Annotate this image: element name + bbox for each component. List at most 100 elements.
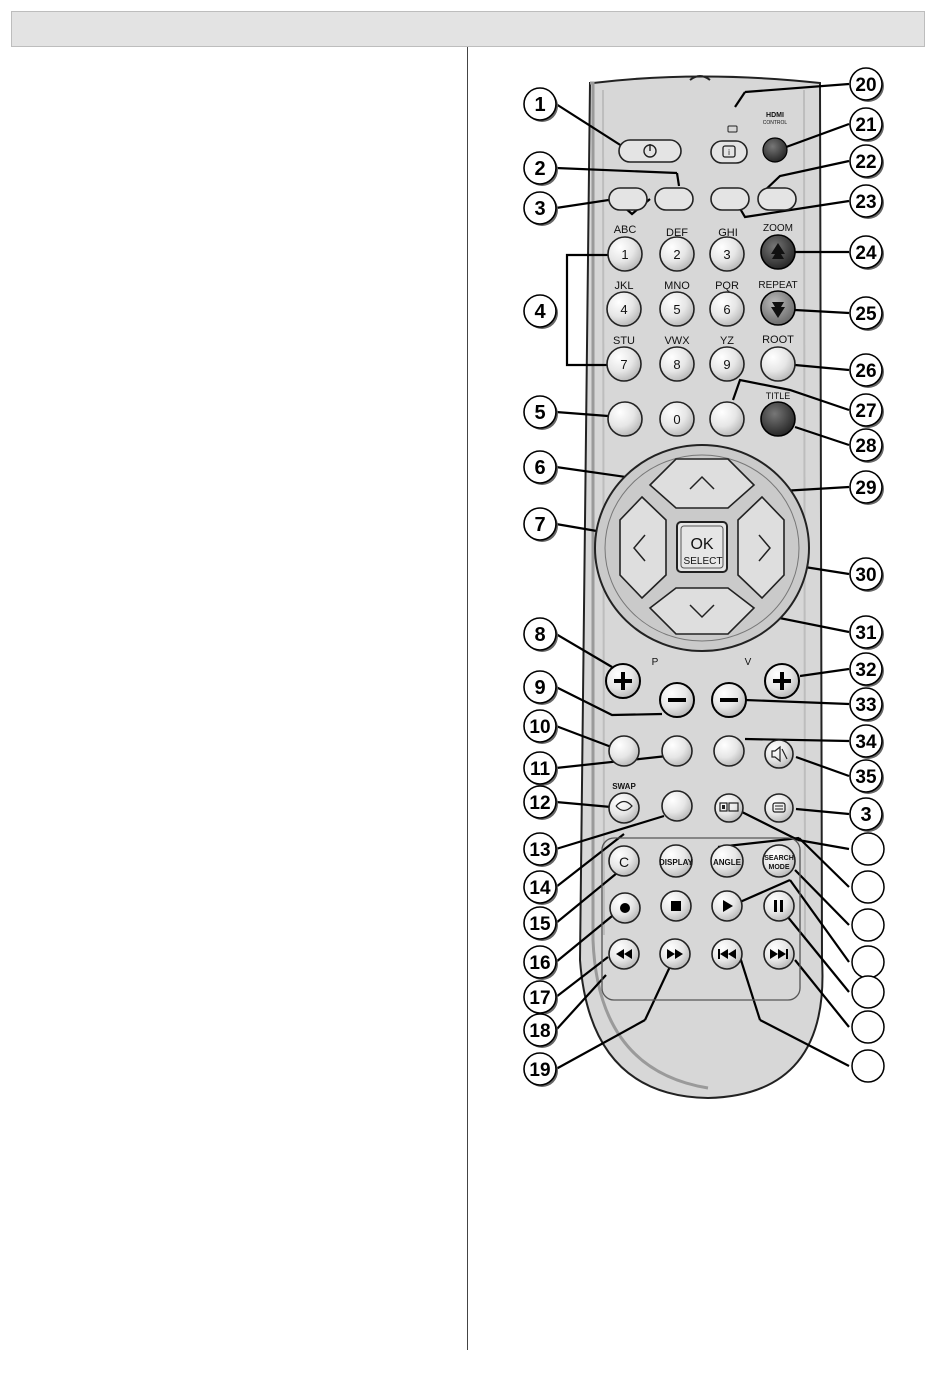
callout-right-6: 25 [850,297,884,331]
digit-3-button[interactable]: 3 [710,237,744,271]
callout-left-18: 18 [524,1014,558,1048]
fav-button[interactable] [714,736,744,766]
previous-button[interactable] [712,939,742,969]
program-down-button[interactable] [660,683,694,717]
svg-text:27: 27 [855,401,876,422]
callout-right-14: 33 [850,688,884,722]
svg-text:3: 3 [723,247,730,262]
ok-select-button[interactable]: OK SELECT [677,522,727,572]
digit-8-button[interactable]: 8 [660,347,694,381]
digit-0-button[interactable]: 0 [660,402,694,436]
green-button[interactable] [655,188,693,210]
callout-left-1: 1 [524,88,558,122]
swap-button[interactable] [609,793,639,823]
callout-left-17: 17 [524,981,558,1015]
volume-down-button[interactable] [712,683,746,717]
search-mode-button[interactable]: SEARCH MODE [763,845,795,877]
callout-right-17: 3 [850,798,884,832]
callout-left-11: 11 [524,752,558,786]
program-label: P [652,657,659,668]
digit-5-button[interactable]: 5 [660,292,694,326]
svg-text:i: i [728,148,730,157]
callout-left-19: 19 [524,1053,558,1087]
clear-button[interactable]: C [609,846,639,876]
hdmi-control-label: CONTROL [763,120,788,126]
svg-text:29: 29 [855,478,876,499]
record-icon [620,903,630,913]
svg-text:20: 20 [855,75,876,96]
zoom-button[interactable] [761,235,795,269]
mute-button[interactable] [765,740,793,768]
navigation-pad[interactable]: OK SELECT [595,445,809,651]
callout-right-13: 32 [850,653,884,687]
digit-7-button[interactable]: 7 [607,347,641,381]
svg-text:35: 35 [855,767,877,788]
select-label: SELECT [684,556,723,567]
svg-text:3: 3 [860,804,871,826]
av-source-button[interactable] [608,402,642,436]
digit-9-button[interactable]: 9 [710,347,744,381]
digit-4-button[interactable]: 4 [607,292,641,326]
svg-text:26: 26 [855,361,876,382]
yellow-button[interactable] [711,188,749,210]
rewind-button[interactable] [609,939,639,969]
return-button[interactable] [710,402,744,436]
digit-6-button[interactable]: 6 [710,292,744,326]
volume-up-button[interactable] [765,664,799,698]
svg-text:6: 6 [534,457,545,479]
callout-blank [852,909,884,941]
volume-label: V [745,657,752,668]
stop-button[interactable] [661,891,691,921]
record-button[interactable] [610,893,640,923]
svg-text:8: 8 [673,357,680,372]
pause-button[interactable] [764,891,794,921]
callout-left-4: 4 [524,295,558,329]
svg-text:16: 16 [529,953,550,974]
qmenu-button[interactable] [662,791,692,821]
digit-1-button[interactable]: 1 [608,237,642,271]
callout-blank [852,871,884,903]
svg-text:DISPLAY: DISPLAY [659,858,694,867]
teletext-button[interactable] [765,794,793,822]
blue-button[interactable] [758,188,796,210]
alpha-label: ABC [614,224,637,236]
picture-size-button[interactable] [715,794,743,822]
play-button[interactable] [712,891,742,921]
svg-text:2: 2 [534,158,545,180]
svg-text:8: 8 [534,624,545,646]
alpha-label: VWX [664,335,690,347]
repeat-button[interactable] [761,291,795,325]
next-button[interactable] [764,939,794,969]
callout-blank [852,1011,884,1043]
blank-callouts [852,833,884,1082]
epg-button[interactable] [662,736,692,766]
fast-forward-button[interactable] [660,939,690,969]
svg-text:23: 23 [855,192,876,213]
program-up-button[interactable] [606,664,640,698]
callout-right-1: 20 [850,68,884,102]
callout-left-16: 16 [524,946,558,980]
red-button[interactable] [609,188,647,210]
svg-text:6: 6 [723,302,730,317]
title-button[interactable] [761,402,795,436]
callout-left-7: 7 [524,508,558,542]
alpha-label: MNO [664,280,690,292]
alpha-label: YZ [720,335,734,347]
info-button[interactable]: i [711,141,747,163]
callout-right-9: 28 [850,429,884,463]
svg-text:13: 13 [529,840,550,861]
svg-text:31: 31 [855,623,877,644]
menu-button[interactable] [609,736,639,766]
root-button[interactable] [761,347,795,381]
display-button[interactable]: DISPLAY [659,845,694,877]
angle-button[interactable]: ANGLE [711,845,743,877]
svg-text:9: 9 [723,357,730,372]
svg-text:1: 1 [534,94,545,116]
callout-blank [852,976,884,1008]
callout-right-3: 22 [850,145,884,179]
standby-button[interactable] [619,140,681,162]
svg-text:4: 4 [534,301,546,323]
digit-2-button[interactable]: 2 [660,237,694,271]
